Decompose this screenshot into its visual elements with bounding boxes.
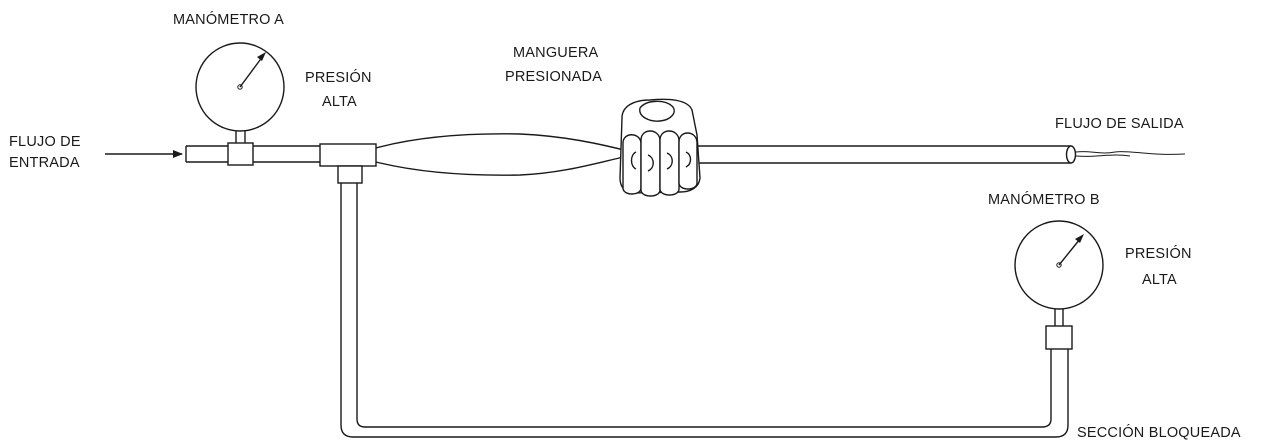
pressure-gauge-a-icon <box>195 42 285 132</box>
squeezing-hand-icon <box>619 98 701 197</box>
gauge-a-pressure-label-line1: PRESIÓN <box>305 69 372 86</box>
hose-label-line2: PRESIONADA <box>505 69 602 85</box>
gauge-a-label: MANÓMETRO A <box>173 11 284 28</box>
gauge-b-fitting <box>1045 308 1073 350</box>
gauge-b-label: MANÓMETRO B <box>988 191 1100 208</box>
gauge-b-pressure-label-line1: PRESIÓN <box>1125 245 1192 262</box>
inflow-label-line2: ENTRADA <box>9 155 80 171</box>
pressure-gauge-b-icon <box>1014 220 1104 310</box>
outlet-pipe <box>695 145 1186 164</box>
labels: MANÓMETRO A PRESIÓN ALTA MANGUERA PRESIO… <box>9 11 1241 441</box>
tee-fitting <box>319 143 377 184</box>
gauge-b-pressure-label-line2: ALTA <box>1142 272 1177 288</box>
inflow-label-line1: FLUJO DE <box>9 134 81 150</box>
pressed-hose <box>375 133 629 176</box>
bypass-line <box>340 183 1069 438</box>
gauge-a-pressure-label-line2: ALTA <box>322 94 357 110</box>
blocked-section-label: SECCIÓN BLOQUEADA <box>1077 424 1241 441</box>
hose-label-line1: MANGUERA <box>513 45 599 61</box>
outflow-label: FLUJO DE SALIDA <box>1055 116 1184 132</box>
